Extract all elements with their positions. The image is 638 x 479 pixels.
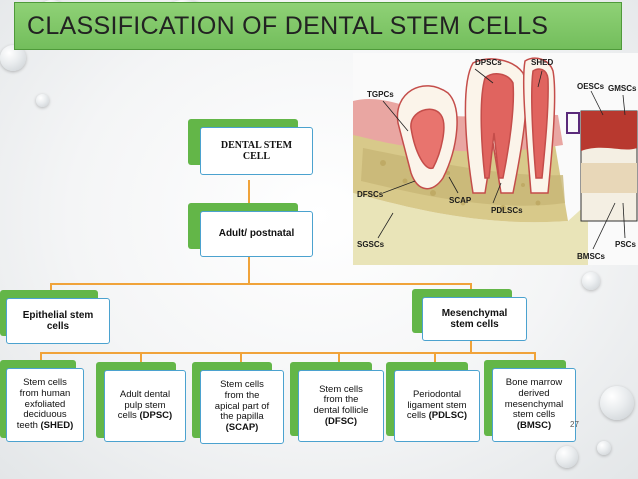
connector-line [338, 352, 340, 362]
label-pdlscs: PDLSCs [491, 206, 523, 215]
decorative-droplet [600, 386, 634, 420]
leaf-scap-abbr: (SCAP) [225, 421, 259, 433]
node-adult-postnatal: Adult/ postnatal [188, 203, 318, 259]
leaf-scap-text: Stem cells from the apical part of the p… [214, 379, 270, 423]
decorative-droplet [582, 272, 600, 290]
leaf-dfsc-label: Stem cells from the dental follicle (DFS… [313, 383, 369, 428]
connector-line [470, 340, 472, 353]
leaf-bmsc-text: Bone marrow derived mesenchymal stem cel… [504, 377, 564, 421]
leaf-bmsc: Bone marrow derived mesenchymal stem cel… [484, 360, 578, 444]
leaf-shed-abbr: (SHED) [40, 419, 74, 431]
dental-anatomy-illustration: DPSCs SHED OESCs GMSCs TGPCs DFSCs SCAP … [353, 53, 638, 265]
leaf-shed-label: Stem cells from human exfoliated deciduo… [17, 378, 74, 431]
node-mesenchymal: Mesenchymal stem cells [412, 289, 530, 343]
node-adult-postnatal-label: Adult/ postnatal [218, 228, 295, 240]
leaf-scap: Stem cells from the apical part of the p… [192, 362, 286, 446]
slide-title-text: CLASSIFICATION OF DENTAL STEM CELLS [27, 11, 549, 40]
decorative-droplet [36, 94, 49, 107]
label-dfscs: DFSCs [357, 190, 384, 199]
label-scap: SCAP [449, 196, 472, 205]
node-epithelial-label: Epithelial stem cells [22, 309, 94, 332]
dental-anatomy-svg: DPSCs SHED OESCs GMSCs TGPCs DFSCs SCAP … [353, 57, 638, 265]
node-root: DENTAL STEM CELL [188, 119, 318, 177]
label-gmscs: GMSCs [608, 84, 637, 93]
connector-line [140, 352, 142, 362]
leaf-dpsc-abbr: (DPSC) [139, 410, 173, 422]
label-sgscs: SGSCs [357, 240, 385, 249]
leaf-bmsc-label: Bone marrow derived mesenchymal stem cel… [505, 378, 564, 431]
leaf-pdlsc-text: Periodontal ligament stem cells [406, 389, 467, 422]
label-tgpcs: TGPCs [367, 90, 394, 99]
connector-line [50, 283, 472, 285]
leaf-dfsc-abbr: (DFSC) [324, 415, 358, 427]
leaf-bmsc-abbr: (BMSC) [516, 419, 552, 431]
node-mesenchymal-label: Mesenchymal stem cells [441, 307, 508, 330]
node-root-label: DENTAL STEM CELL [220, 139, 293, 162]
leaf-shed-text: Stem cells from human exfoliated deciduo… [16, 377, 71, 431]
connector-line [50, 283, 52, 293]
leaf-dpsc-label: Adult dental pulp stem cells (DPSC) [117, 389, 173, 422]
leaf-dpsc: Adult dental pulp stem cells (DPSC) [96, 362, 188, 444]
connector-line [470, 283, 472, 292]
label-dpscs: DPSCs [475, 58, 502, 67]
connector-line [534, 352, 536, 361]
leaf-pdlsc: Periodontal ligament stem cells (PDLSC) [386, 362, 482, 444]
connector-line [434, 352, 436, 362]
label-pscs: PSCs [615, 240, 636, 249]
decorative-droplet [556, 446, 578, 468]
connector-line [248, 254, 250, 284]
node-epithelial: Epithelial stem cells [0, 290, 112, 346]
leaf-dfsc: Stem cells from the dental follicle (DFS… [290, 362, 386, 444]
leaf-pdlsc-label: Periodontal ligament stem cells (PDLSC) [406, 389, 468, 422]
page-number: 27 [570, 420, 579, 429]
leaf-scap-label: Stem cells from the apical part of the p… [215, 380, 269, 433]
connector-line [240, 352, 242, 362]
decorative-droplet [597, 441, 611, 455]
label-oescs: OESCs [577, 82, 605, 91]
leaf-dfsc-text: Stem cells from the dental follicle [313, 383, 369, 416]
label-shed: SHED [531, 58, 553, 67]
leaf-pdlsc-abbr: (PDLSC) [428, 410, 468, 422]
leaf-dpsc-text: Adult dental pulp stem cells [117, 389, 171, 422]
slide-title: CLASSIFICATION OF DENTAL STEM CELLS [14, 2, 622, 50]
label-bmscs: BMSCs [577, 252, 606, 261]
connector-line [248, 180, 250, 206]
connector-line [40, 352, 42, 362]
connector-line [40, 352, 536, 354]
leaf-shed: Stem cells from human exfoliated deciduo… [0, 360, 86, 444]
